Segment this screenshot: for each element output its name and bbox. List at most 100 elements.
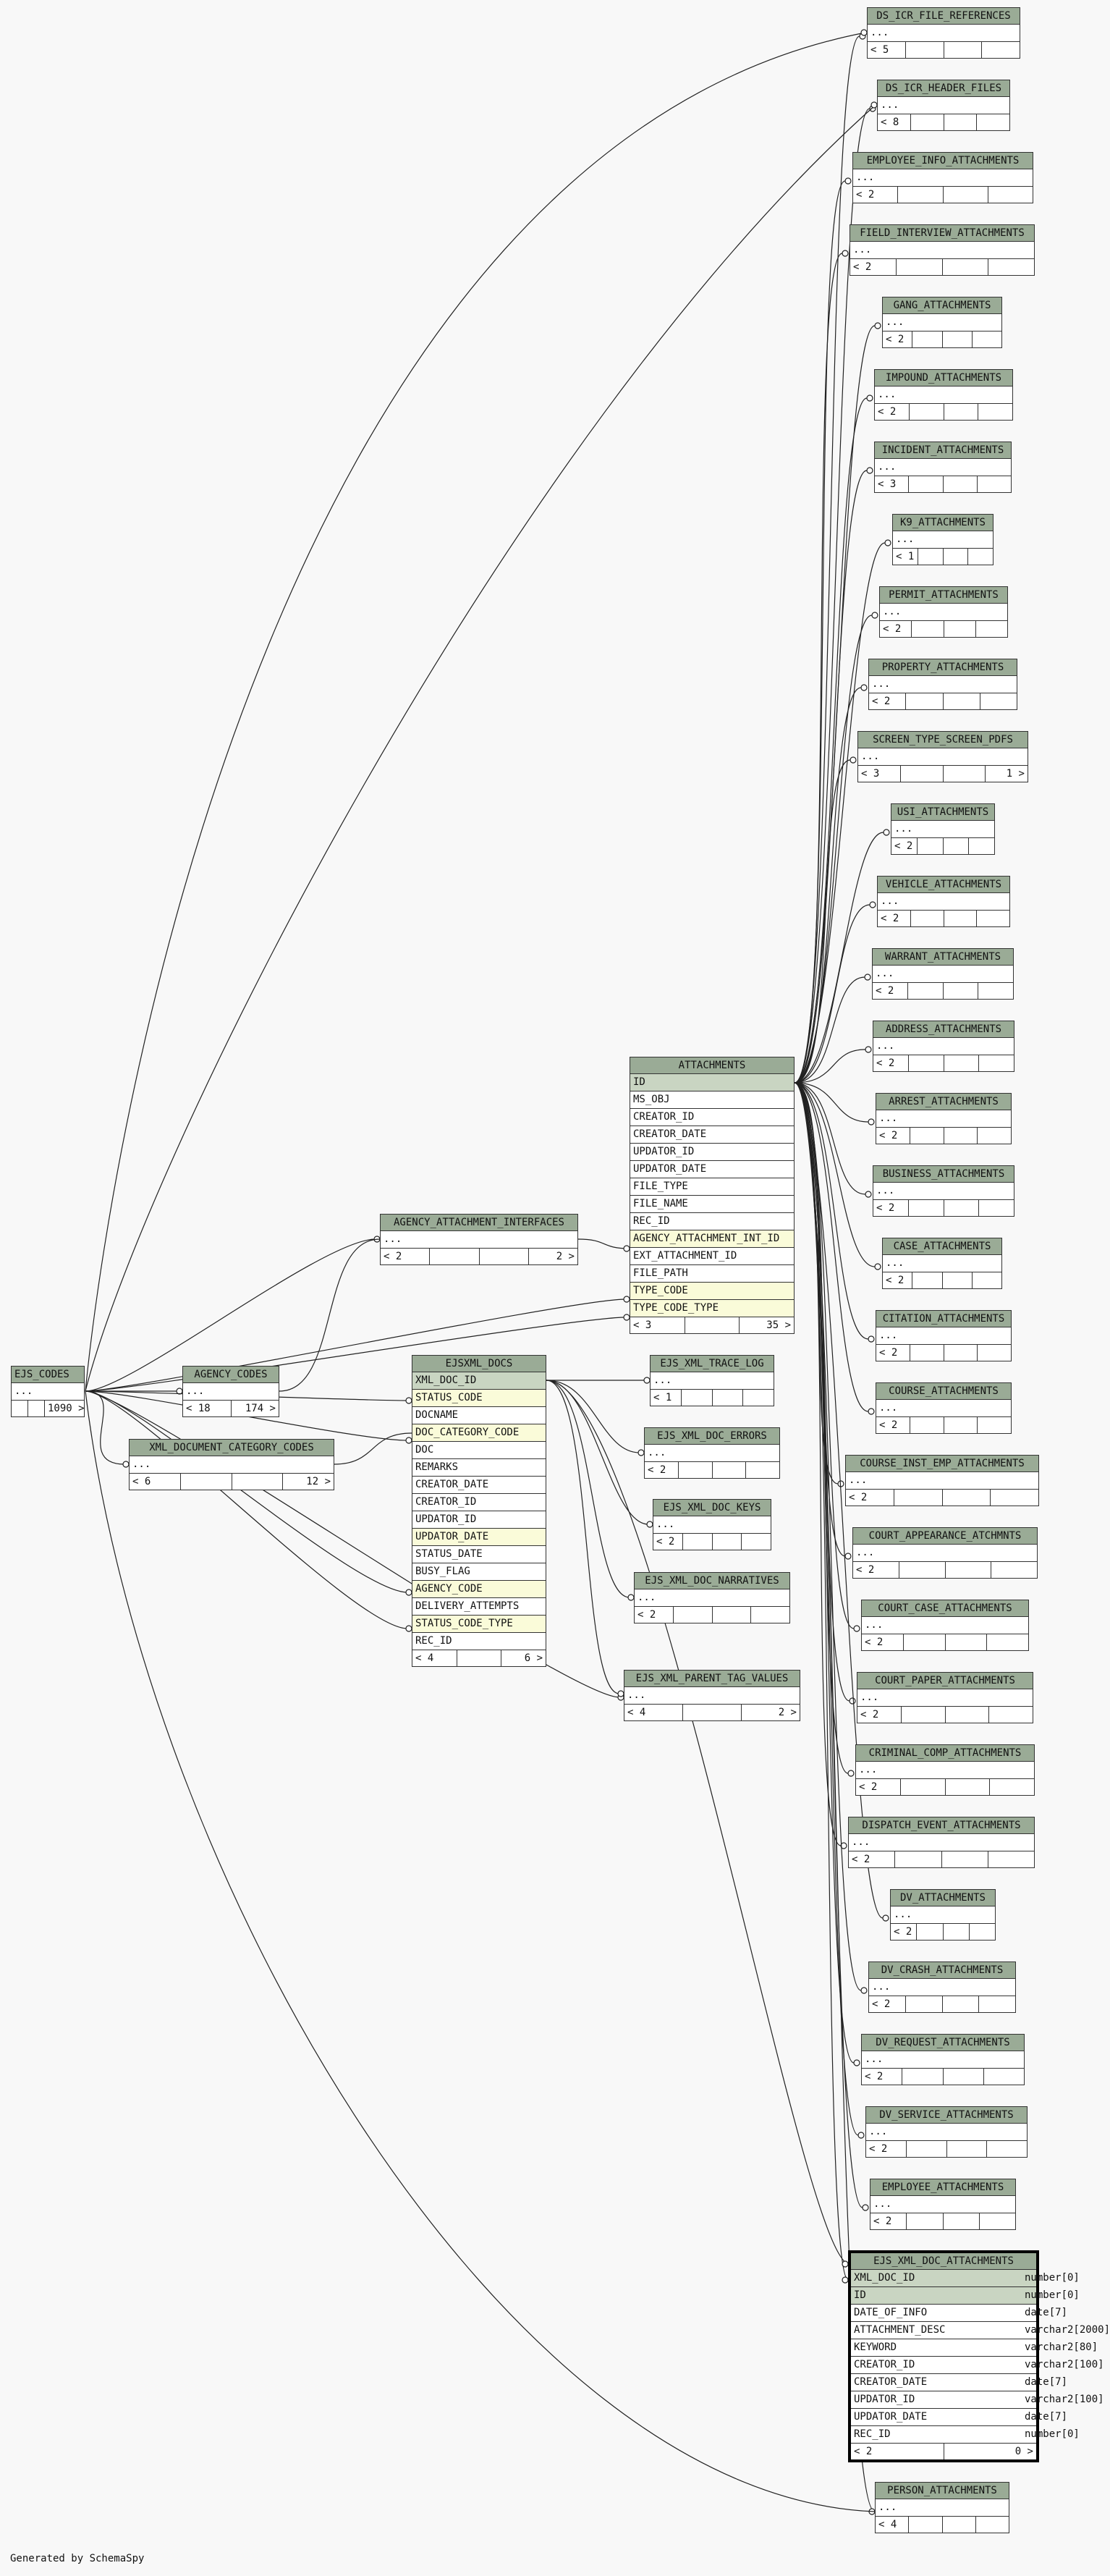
table-ds-icr-header-files[interactable]: DS_ICR_HEADER_FILES...< 8	[877, 80, 1010, 131]
child-count[interactable]	[990, 1779, 1034, 1795]
table-arrest-attachments[interactable]: ARREST_ATTACHMENTS...< 2	[876, 1093, 1012, 1144]
parent-count[interactable]: < 6	[130, 1474, 181, 1490]
parent-count[interactable]: < 2	[891, 838, 918, 854]
parent-count[interactable]: < 2	[856, 1779, 901, 1795]
table-incident-attachments[interactable]: INCIDENT_ATTACHMENTS...< 3	[874, 442, 1012, 493]
parent-count[interactable]: < 2	[873, 983, 908, 999]
table-gang-attachments[interactable]: GANG_ATTACHMENTS...< 2	[882, 297, 1002, 348]
parent-count[interactable]: < 2	[891, 1924, 918, 1940]
child-count[interactable]: 35 >	[766, 1319, 792, 1331]
child-count[interactable]	[979, 1200, 1014, 1216]
table-dispatch-event-attachments[interactable]: DISPATCH_EVENT_ATTACHMENTS...< 2	[848, 1817, 1035, 1868]
parent-count[interactable]: < 2	[876, 1345, 910, 1361]
child-count[interactable]	[991, 1562, 1037, 1578]
parent-count[interactable]: < 2	[635, 1607, 674, 1623]
table-address-attachments[interactable]: ADDRESS_ATTACHMENTS...< 2	[873, 1021, 1014, 1072]
child-count[interactable]	[979, 1996, 1015, 2012]
child-count[interactable]	[987, 2141, 1027, 2157]
table-dv-attachments[interactable]: DV_ATTACHMENTS...< 2	[890, 1889, 996, 1941]
child-count[interactable]	[977, 911, 1009, 926]
parent-count[interactable]: < 2	[869, 693, 907, 709]
table-usi-attachments[interactable]: USI_ATTACHMENTS...< 2	[891, 803, 995, 855]
child-count[interactable]	[980, 693, 1017, 709]
parent-count[interactable]: < 2	[862, 1634, 904, 1650]
child-count[interactable]: 1090 >	[48, 1403, 85, 1414]
table-dv-request-attachments[interactable]: DV_REQUEST_ATTACHMENTS...< 2	[861, 2034, 1025, 2085]
parent-count[interactable]: < 2	[869, 1996, 906, 2012]
child-count[interactable]	[973, 331, 1001, 347]
parent-count[interactable]: < 2	[875, 404, 910, 420]
child-count[interactable]: 1 >	[1006, 768, 1025, 780]
child-count[interactable]	[970, 1924, 995, 1940]
table-case-attachments[interactable]: CASE_ATTACHMENTS...< 2	[882, 1238, 1002, 1289]
parent-count[interactable]: < 2	[876, 1417, 910, 1433]
child-count[interactable]	[978, 404, 1012, 420]
child-count[interactable]: 174 >	[245, 1403, 276, 1414]
child-count[interactable]	[980, 2213, 1015, 2229]
child-count[interactable]	[987, 1634, 1028, 1650]
parent-count[interactable]: < 4	[624, 1705, 683, 1720]
child-count[interactable]	[978, 1345, 1011, 1361]
parent-count[interactable]: < 2	[381, 1249, 431, 1264]
parent-count[interactable]: < 3	[858, 766, 901, 782]
child-count[interactable]: 2 >	[778, 1707, 797, 1718]
child-count[interactable]	[977, 114, 1009, 130]
table-dv-crash-attachments[interactable]: DV_CRASH_ATTACHMENTS...< 2	[868, 1961, 1016, 2013]
parent-count[interactable]: < 2	[862, 2069, 903, 2085]
child-count[interactable]	[988, 1851, 1034, 1867]
table-field-interview-attachments[interactable]: FIELD_INTERVIEW_ATTACHMENTS...< 2	[850, 224, 1035, 276]
table-course-attachments[interactable]: COURSE_ATTACHMENTS...< 2	[876, 1382, 1012, 1434]
child-count[interactable]	[988, 259, 1034, 275]
table-criminal-comp-attachments[interactable]: CRIMINAL_COMP_ATTACHMENTS...< 2	[855, 1744, 1035, 1796]
child-count[interactable]	[968, 549, 993, 565]
table-permit-attachments[interactable]: PERMIT_ATTACHMENTS...< 2	[879, 586, 1008, 638]
child-count[interactable]	[976, 621, 1007, 637]
child-count[interactable]	[984, 2069, 1024, 2085]
table-agency-attachment-interfaces[interactable]: AGENCY_ATTACHMENT_INTERFACES ... < 2 2 >	[380, 1214, 578, 1265]
parent-count[interactable]: < 3	[875, 476, 910, 492]
parent-count[interactable]: < 2	[850, 259, 897, 275]
parent-count[interactable]: < 3	[630, 1317, 685, 1333]
table-impound-attachments[interactable]: IMPOUND_ATTACHMENTS...< 2	[874, 369, 1013, 421]
parent-count[interactable]: < 2	[849, 1851, 896, 1867]
parent-count[interactable]: < 1	[893, 549, 918, 565]
child-count[interactable]	[976, 2517, 1009, 2533]
child-count[interactable]	[979, 1055, 1014, 1071]
parent-count[interactable]: < 2	[883, 1272, 913, 1288]
parent-count[interactable]: < 2	[853, 1562, 899, 1578]
table-court-appearance-atchmnts[interactable]: COURT_APPEARANCE_ATCHMNTS...< 2	[852, 1527, 1038, 1579]
child-count[interactable]	[989, 1707, 1033, 1723]
table-course-inst-emp-attachments[interactable]: COURSE_INST_EMP_ATTACHMENTS...< 2	[845, 1455, 1039, 1506]
table-ejs-xml-doc-narratives[interactable]: EJS_XML_DOC_NARRATIVES ... < 2	[634, 1572, 790, 1623]
child-count[interactable]	[978, 476, 1011, 492]
child-count[interactable]	[978, 1417, 1011, 1433]
parent-count[interactable]: < 4	[876, 2517, 910, 2533]
table-vehicle-attachments[interactable]: VEHICLE_ATTACHMENTS...< 2	[877, 876, 1010, 927]
parent-count[interactable]: < 2	[873, 1055, 909, 1071]
parent-count[interactable]: < 8	[878, 114, 911, 130]
parent-count[interactable]: < 2	[853, 187, 899, 203]
table-ejs-xml-trace-log[interactable]: EJS_XML_TRACE_LOG ... < 1	[650, 1355, 774, 1406]
table-ejs-codes[interactable]: EJS_CODES ... 1090 >	[11, 1366, 85, 1417]
parent-count[interactable]: < 2	[878, 911, 911, 926]
child-count[interactable]	[973, 1272, 1001, 1288]
table-dv-service-attachments[interactable]: DV_SERVICE_ATTACHMENTS...< 2	[865, 2106, 1028, 2158]
child-count[interactable]	[969, 838, 994, 854]
child-count[interactable]: 6 >	[524, 1652, 543, 1664]
parent-count[interactable]: < 2	[876, 1128, 910, 1144]
parent-count[interactable]: < 2	[857, 1707, 902, 1723]
table-k9-attachments[interactable]: K9_ATTACHMENTS...< 1	[892, 514, 994, 565]
parent-count[interactable]: < 2	[645, 1462, 679, 1478]
child-count[interactable]: 2 >	[556, 1251, 575, 1262]
table-citation-attachments[interactable]: CITATION_ATTACHMENTS...< 2	[876, 1310, 1012, 1361]
child-count[interactable]	[982, 42, 1020, 58]
table-ds-icr-file-references[interactable]: DS_ICR_FILE_REFERENCES...< 5	[867, 7, 1020, 59]
parent-count[interactable]: < 4	[412, 1650, 457, 1666]
table-warrant-attachments[interactable]: WARRANT_ATTACHMENTS...< 2	[872, 948, 1014, 1000]
table-ejs-xml-parent-tag-values[interactable]: EJS_XML_PARENT_TAG_VALUES ... < 4 2 >	[624, 1670, 800, 1721]
parent-count[interactable]: < 2	[846, 1490, 894, 1506]
